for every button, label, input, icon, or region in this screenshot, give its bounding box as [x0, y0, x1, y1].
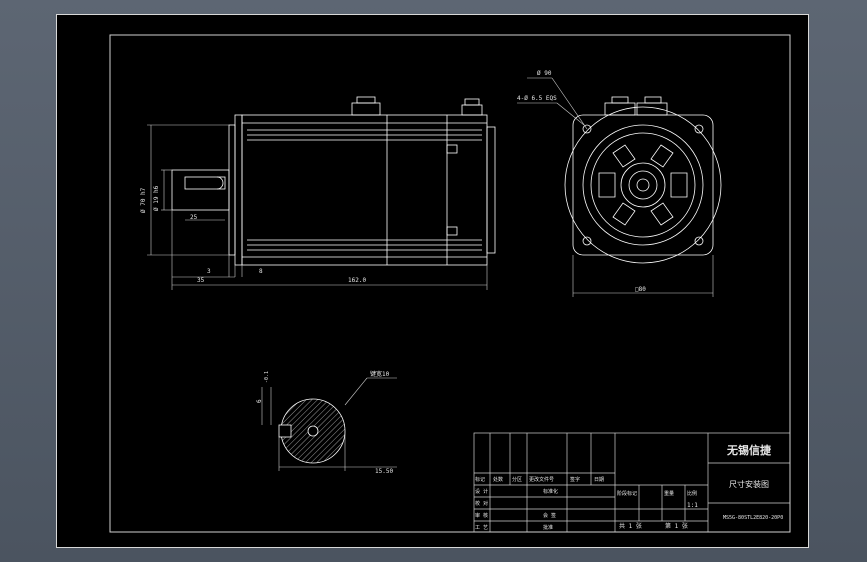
row-process: 工 艺 [475, 525, 488, 531]
header-date: 日期 [594, 477, 604, 483]
dim-key-width: 6 [256, 399, 263, 403]
label-approve: 批准 [543, 524, 553, 531]
front-view [564, 96, 722, 264]
drawing-name: 尺寸安装图 [729, 479, 769, 489]
dim-keyway-depth: 15.50 [375, 468, 393, 475]
dim-spigot-width: 3 [207, 268, 211, 275]
dim-pcd: Ø 90 [537, 70, 552, 77]
motor-drawing: 162.0 35 25 3 8 Ø 70 h7 Ø 19 h6 [109, 34, 791, 533]
dim-holes: 4-Ø 6.5 EQS [517, 95, 557, 102]
row-review: 审 核 [475, 512, 488, 519]
sheet-count: 共 1 张 [619, 522, 642, 530]
inner-frame [109, 34, 791, 533]
title-block [473, 432, 791, 533]
row-design: 设 计 [475, 488, 488, 495]
scale-value: 1:1 [687, 502, 698, 509]
dim-keyway-label: 键宽10 [370, 370, 390, 378]
label-weight: 重量 [664, 490, 674, 497]
side-dimensions [147, 124, 488, 290]
section-dimensions [261, 377, 397, 471]
dim-dia-shaft: Ø 19 h6 [153, 185, 160, 211]
header-change: 更改文件号 [529, 476, 554, 483]
dim-tol: -0.1 [264, 371, 270, 383]
header-sign: 签字 [570, 476, 580, 483]
header-count: 处数 [493, 476, 503, 483]
label-countersign: 会 签 [543, 512, 556, 519]
shaft-section [278, 398, 346, 464]
front-dimensions [517, 77, 714, 297]
dim-flange-thick: 8 [259, 268, 263, 275]
company-name: 无锡信捷 [726, 443, 772, 457]
sheet-number: 第 1 张 [665, 522, 688, 530]
dim-total-length: 162.0 [348, 277, 366, 284]
row-check: 校 对 [475, 500, 488, 507]
model-number: MS5G-80STL2E820-20P0 [723, 515, 783, 521]
dim-square: □80 [635, 286, 646, 293]
dim-shaft-length: 35 [197, 277, 205, 284]
dim-key-length: 25 [190, 214, 198, 221]
side-view [171, 96, 496, 266]
label-ratio: 比例 [687, 490, 697, 497]
header-mark: 标记 [475, 476, 485, 483]
header-zone: 分区 [512, 476, 522, 483]
label-standardization: 标准化 [543, 488, 558, 495]
label-stage: 阶段标记 [617, 490, 637, 497]
drawing-sheet: 162.0 35 25 3 8 Ø 70 h7 Ø 19 h6 [56, 14, 809, 548]
dim-dia-flange: Ø 70 h7 [140, 187, 147, 213]
